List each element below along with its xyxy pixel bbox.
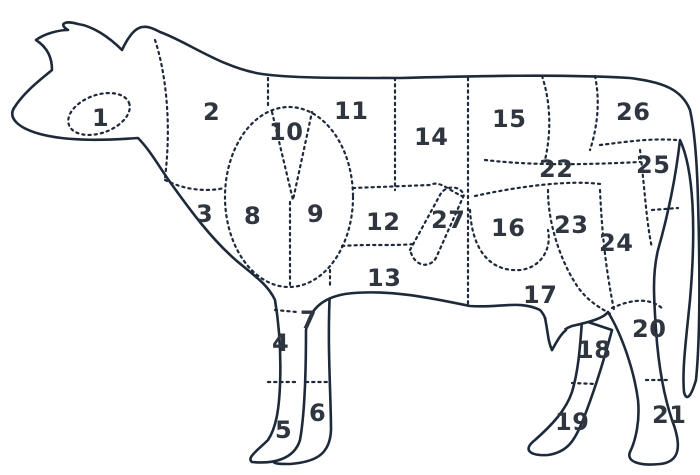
label-17: 17 bbox=[523, 281, 557, 309]
label-4: 4 bbox=[272, 329, 289, 357]
label-26: 26 bbox=[616, 98, 650, 126]
label-1: 1 bbox=[92, 104, 109, 132]
label-18: 18 bbox=[577, 336, 611, 364]
label-8: 8 bbox=[244, 202, 261, 230]
label-27: 27 bbox=[431, 206, 465, 234]
label-25: 25 bbox=[636, 151, 670, 179]
label-24: 24 bbox=[599, 229, 633, 257]
label-11: 11 bbox=[334, 97, 368, 125]
label-19: 19 bbox=[555, 408, 589, 436]
label-10: 10 bbox=[269, 118, 303, 146]
label-21: 21 bbox=[652, 401, 686, 429]
label-13: 13 bbox=[367, 264, 401, 292]
label-14: 14 bbox=[414, 123, 448, 151]
label-9: 9 bbox=[307, 200, 324, 228]
label-3: 3 bbox=[196, 200, 213, 228]
label-12: 12 bbox=[366, 208, 400, 236]
label-20: 20 bbox=[632, 315, 666, 343]
label-7: 7 bbox=[300, 306, 317, 334]
label-2: 2 bbox=[203, 98, 220, 126]
label-6: 6 bbox=[309, 399, 326, 427]
label-15: 15 bbox=[492, 105, 526, 133]
label-5: 5 bbox=[275, 416, 292, 444]
label-22: 22 bbox=[539, 155, 573, 183]
label-23: 23 bbox=[554, 211, 588, 239]
label-16: 16 bbox=[491, 214, 525, 242]
